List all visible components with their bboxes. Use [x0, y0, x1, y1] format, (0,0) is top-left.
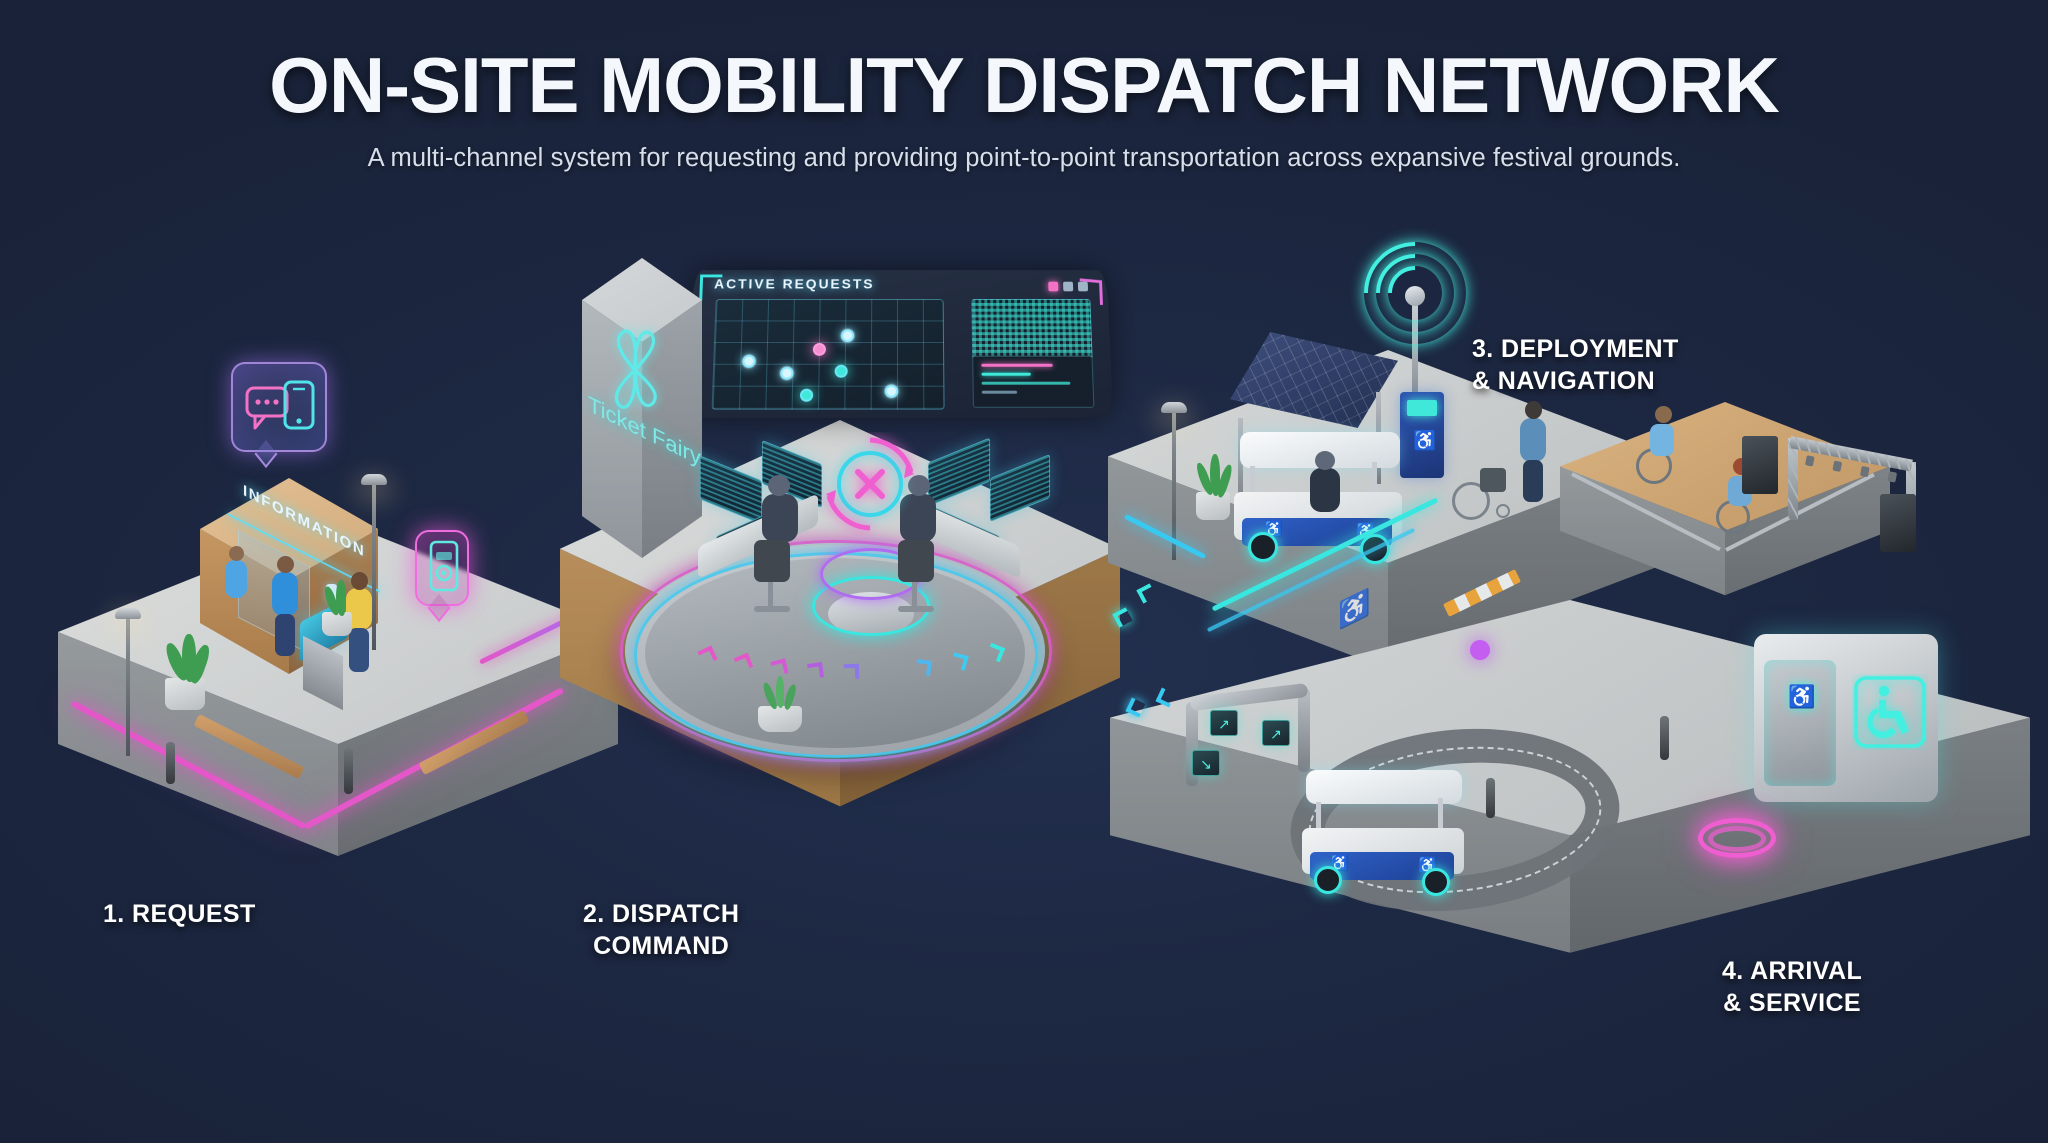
active-requests-display[interactable]: ACTIVE REQUESTS: [686, 270, 1114, 418]
accessible-cart-icon: ♿: [1413, 431, 1437, 452]
mobile-phone-icon: [283, 380, 315, 430]
step-label-request: 1. REQUEST: [103, 900, 256, 928]
direction-arrow-icon-a[interactable]: ↗: [1210, 710, 1238, 736]
bollard-light-arrival-2: [1486, 778, 1495, 818]
mobile-app-hologram[interactable]: [415, 530, 469, 606]
bollard-light-1: [344, 748, 353, 794]
accessible-restroom-pod[interactable]: ♿: [1754, 634, 1938, 802]
bollard-light-2: [166, 742, 175, 784]
stage-speaker-right: [1880, 494, 1916, 552]
wheelchair-accessible-icon: [1854, 676, 1926, 748]
four-petal-flower-icon: [614, 329, 657, 409]
mobile-app-icon: [429, 540, 459, 592]
chat-bubble-icon: [245, 380, 315, 430]
golf-cart-arrival[interactable]: ♿ ♿: [1292, 770, 1482, 896]
direction-arrow-icon-c[interactable]: ↘: [1192, 750, 1220, 776]
charging-kiosk[interactable]: ♿: [1400, 392, 1444, 478]
stage-truss-post-left: [1788, 438, 1798, 520]
bollard-light-arrival-1: [1660, 716, 1669, 760]
sms-chat-hologram[interactable]: [231, 362, 327, 452]
live-map-panel[interactable]: [711, 299, 945, 410]
wall-marker-light: [1470, 640, 1490, 660]
pod-door-accessible-icon: ♿: [1788, 684, 1816, 709]
header: ON-SITE MOBILITY DISPATCH NETWORK A mult…: [0, 46, 2048, 173]
glow-drop-off-pad-inner: [1708, 826, 1766, 852]
dais-ring-cyan: [634, 552, 1038, 758]
direction-arrow-icon-b[interactable]: ↗: [1262, 720, 1290, 746]
navigation-gantry: ↗ ↗ ↘: [1186, 676, 1312, 786]
status-indicator-dots: [1048, 281, 1089, 292]
page-subtitle: A multi-channel system for requesting an…: [367, 144, 1681, 172]
stage-speaker-left: [1742, 436, 1778, 494]
comms-tower: [1412, 294, 1418, 414]
wheelchair-guest-a: [1636, 406, 1696, 486]
heatmap-panel[interactable]: [971, 299, 1093, 360]
dais-ring-magenta: [620, 540, 1052, 762]
wheelchair-prop: [1452, 468, 1514, 522]
step-label-arrival: 4. ARRIVAL & SERVICE: [1722, 957, 1863, 1017]
page-title: ON-SITE MOBILITY DISPATCH NETWORK: [269, 41, 1780, 129]
screen-header-label: ACTIVE REQUESTS: [713, 275, 875, 292]
pod-door[interactable]: [1764, 660, 1836, 786]
canopy-post-1: [1238, 418, 1243, 514]
status-bars-panel[interactable]: [972, 355, 1095, 408]
glow-drop-off-pad: [1698, 818, 1776, 858]
step-label-deployment: 3. DEPLOYMENT & NAVIGATION: [1472, 335, 1679, 395]
antenna-ball: [1405, 286, 1425, 306]
step-label-dispatch: 2. DISPATCH COMMAND: [583, 900, 740, 960]
route-dispatch-icon: [826, 437, 914, 531]
